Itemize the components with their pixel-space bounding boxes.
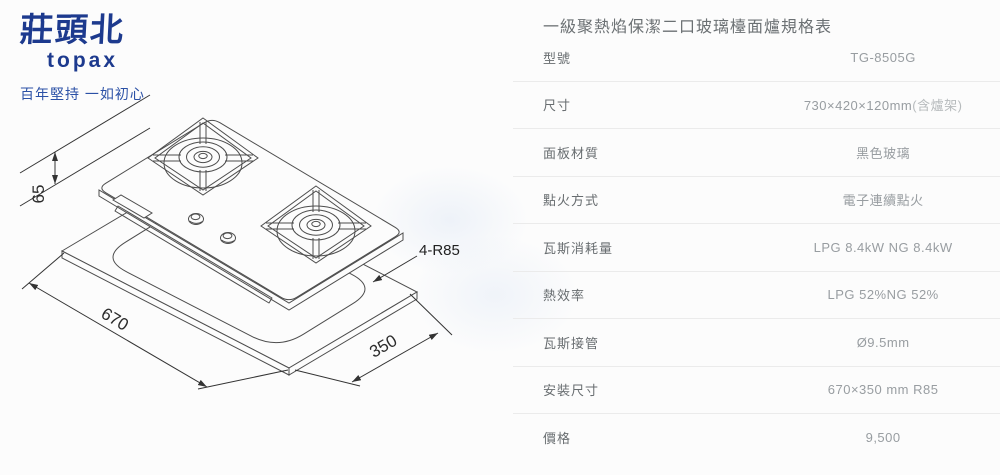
brand-name-en: topax [47,49,119,73]
spec-value: LPG 52%NG 52% [766,287,1000,302]
dimension-height: 65 [19,94,151,207]
dim-length-label: 670 [98,304,132,335]
corner-radius-label: 4-R85 [419,242,460,259]
spec-label: 尺寸 [543,98,572,114]
spec-label: 面板材質 [543,145,600,161]
spec-value: 670×350 mm R85 [766,382,1000,397]
cooktop-drawing-svg: 65 670 350 4-R85 [19,94,460,390]
dim-height-label: 65 [29,185,48,204]
spec-value-text: LPG 8.4kW NG 8.4kW [813,239,953,255]
glass-panel [101,119,400,301]
spec-row: 面板材質 黑色玻璃 [513,129,1000,177]
spec-table: 一級聚熱焰保潔二口玻璃檯面爐規格表 型號 TG-8505G 尺寸 730×420×12… [510,0,1000,462]
spec-label: 瓦斯消耗量 [543,240,614,256]
spec-value-text: 670×350 mm R85 [827,382,939,398]
spec-row: 瓦斯接管 Ø9.5mm [513,319,1000,367]
spec-row: 型號 TG-8505G [513,34,1000,82]
glass-side-face [98,189,404,311]
spec-value-text: 730×420×120mm [803,98,913,114]
spec-value-text: Ø9.5mm [856,334,910,350]
brand-logo: 莊頭北 topax 百年堅持 一如初心 [19,10,240,104]
spec-row: 價格 9,500 [513,414,1000,462]
spec-label: 安裝尺寸 [543,383,600,399]
spec-value-text: LPG 52%NG 52% [827,287,939,303]
spec-row: 瓦斯消耗量 LPG 8.4kW NG 8.4kW [513,224,1000,272]
spec-table-title: 一級聚熱焰保潔二口玻璃檯面爐規格表 [543,19,833,36]
spec-table-rows: 型號 TG-8505G 尺寸 730×420×120mm(含爐架) 面板材質 黑色玻璃點火… [510,34,1000,462]
spec-value-text: 電子連續點火 [842,193,924,209]
spec-row: 熱效率 LPG 52%NG 52% [513,272,1000,319]
spec-label: 型號 [543,50,572,66]
spec-value: 9,500 [766,430,1000,445]
spec-value: Ø9.5mm [766,335,1000,350]
brand-tagline: 百年堅持 一如初心 [20,86,145,103]
corner-radius-callout: 4-R85 [372,242,460,283]
front-groove [114,205,273,304]
spec-row: 安裝尺寸 670×350 mm R85 [513,367,1000,414]
cooktop-technical-drawing: 65 670 350 4-R85 [19,94,460,390]
spec-value: 730×420×120mm(含爐架) [766,95,1000,114]
spec-value: TG-8505G [766,50,1000,65]
spec-value: 電子連續點火 [766,190,1000,209]
spec-value-note: (含爐架) [912,98,963,114]
spec-value-text: 9,500 [865,430,901,446]
spec-label: 點火方式 [543,193,600,209]
spec-value-text: TG-8505G [850,49,916,65]
spec-value: LPG 8.4kW NG 8.4kW [766,240,1000,255]
spec-row: 點火方式 電子連續點火 [513,177,1000,224]
edge-bracket [112,194,153,219]
spec-label: 價格 [543,431,572,447]
spec-label: 瓦斯接管 [543,335,600,351]
spec-row: 尺寸 730×420×120mm(含爐架) [513,82,1000,129]
spec-value-text: 黑色玻璃 [856,145,911,161]
spec-value: 黑色玻璃 [766,143,1000,162]
spec-label: 熱效率 [543,288,586,304]
